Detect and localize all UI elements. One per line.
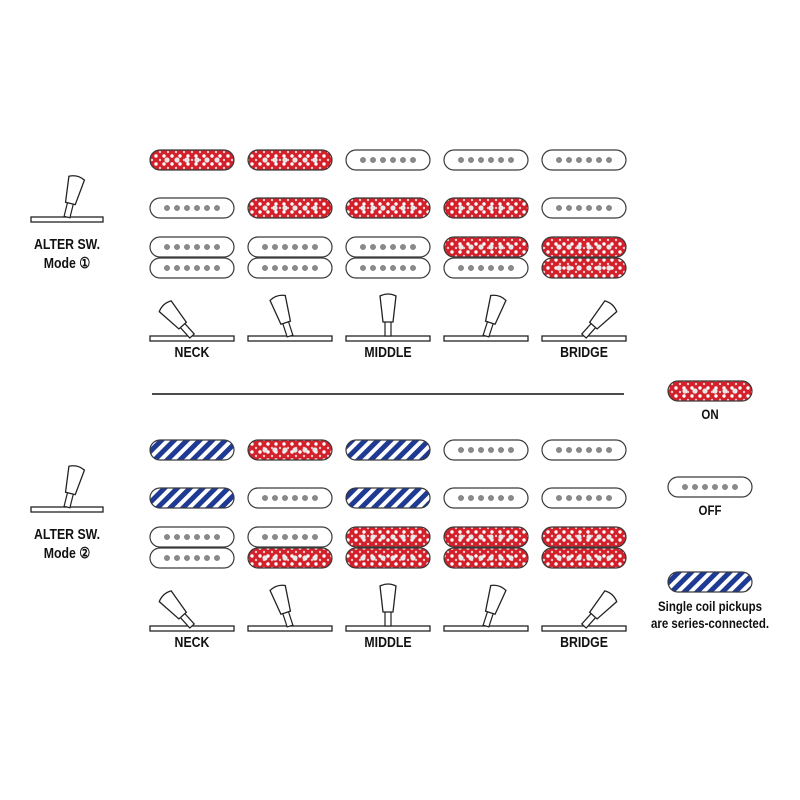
bridge-bottom-coil-1-4 [541, 547, 627, 569]
legend-series-swatch [667, 571, 753, 593]
position-label-0-4: BRIDGE [560, 344, 608, 361]
neck-pickup-0-4 [541, 149, 627, 171]
selector-switch-0-0 [149, 300, 235, 342]
middle-pickup-1-0 [149, 487, 235, 509]
bridge-bottom-coil-0-1 [247, 257, 333, 279]
legend-off-swatch [667, 476, 753, 498]
middle-pickup-1-2 [345, 487, 431, 509]
bridge-bottom-coil-0-0 [149, 257, 235, 279]
alter-switch-0 [30, 175, 104, 223]
bridge-top-coil-0-3 [443, 236, 529, 258]
bridge-top-coil-0-1 [247, 236, 333, 258]
bridge-bottom-coil-0-3 [443, 257, 529, 279]
neck-pickup-0-1 [247, 149, 333, 171]
legend-off-label: OFF [698, 502, 722, 518]
position-label-0-2: MIDDLE [364, 344, 412, 361]
selector-switch-1-2 [345, 583, 431, 632]
mode-title-0: ALTER SW. [33, 236, 101, 253]
selector-switch-0-1 [247, 294, 333, 342]
bridge-bottom-coil-1-3 [443, 547, 529, 569]
selector-switch-1-1 [247, 584, 333, 632]
bridge-top-coil-0-2 [345, 236, 431, 258]
selector-switch-1-0 [149, 590, 235, 632]
middle-pickup-1-1 [247, 487, 333, 509]
bridge-bottom-coil-1-2 [345, 547, 431, 569]
bridge-top-coil-1-1 [247, 526, 333, 548]
legend-on-label: ON [701, 406, 719, 422]
mode-number-0: Mode ① [43, 255, 91, 272]
neck-pickup-1-3 [443, 439, 529, 461]
position-label-1-0: NECK [174, 634, 210, 651]
position-label-0-0: NECK [174, 344, 210, 361]
bridge-top-coil-1-0 [149, 526, 235, 548]
middle-pickup-0-1 [247, 197, 333, 219]
legend-series-label-2: are series-connected. [650, 615, 770, 631]
neck-pickup-0-2 [345, 149, 431, 171]
legend-series-label-1: Single coil pickups [658, 598, 762, 614]
selector-switch-0-2 [345, 293, 431, 342]
bridge-bottom-coil-0-4 [541, 257, 627, 279]
selector-switch-0-4 [541, 300, 627, 342]
neck-pickup-1-2 [345, 439, 431, 461]
legend-on-swatch [667, 380, 753, 402]
middle-pickup-0-3 [443, 197, 529, 219]
middle-pickup-1-4 [541, 487, 627, 509]
middle-pickup-0-4 [541, 197, 627, 219]
selector-switch-1-3 [443, 584, 529, 632]
mode-title-1: ALTER SW. [33, 526, 101, 543]
neck-pickup-1-4 [541, 439, 627, 461]
alter-switch-1 [30, 465, 104, 513]
bridge-top-coil-1-4 [541, 526, 627, 548]
bridge-top-coil-0-4 [541, 236, 627, 258]
bridge-bottom-coil-1-0 [149, 547, 235, 569]
middle-pickup-0-2 [345, 197, 431, 219]
middle-pickup-0-0 [149, 197, 235, 219]
neck-pickup-1-1 [247, 439, 333, 461]
bridge-top-coil-1-3 [443, 526, 529, 548]
bridge-bottom-coil-0-2 [345, 257, 431, 279]
neck-pickup-1-0 [149, 439, 235, 461]
bridge-top-coil-1-2 [345, 526, 431, 548]
middle-pickup-1-3 [443, 487, 529, 509]
selector-switch-1-4 [541, 590, 627, 632]
bridge-top-coil-0-0 [149, 236, 235, 258]
bridge-bottom-coil-1-1 [247, 547, 333, 569]
neck-pickup-0-3 [443, 149, 529, 171]
mode-number-1: Mode ② [43, 545, 91, 562]
position-label-1-2: MIDDLE [364, 634, 412, 651]
neck-pickup-0-0 [149, 149, 235, 171]
position-label-1-4: BRIDGE [560, 634, 608, 651]
selector-switch-0-3 [443, 294, 529, 342]
